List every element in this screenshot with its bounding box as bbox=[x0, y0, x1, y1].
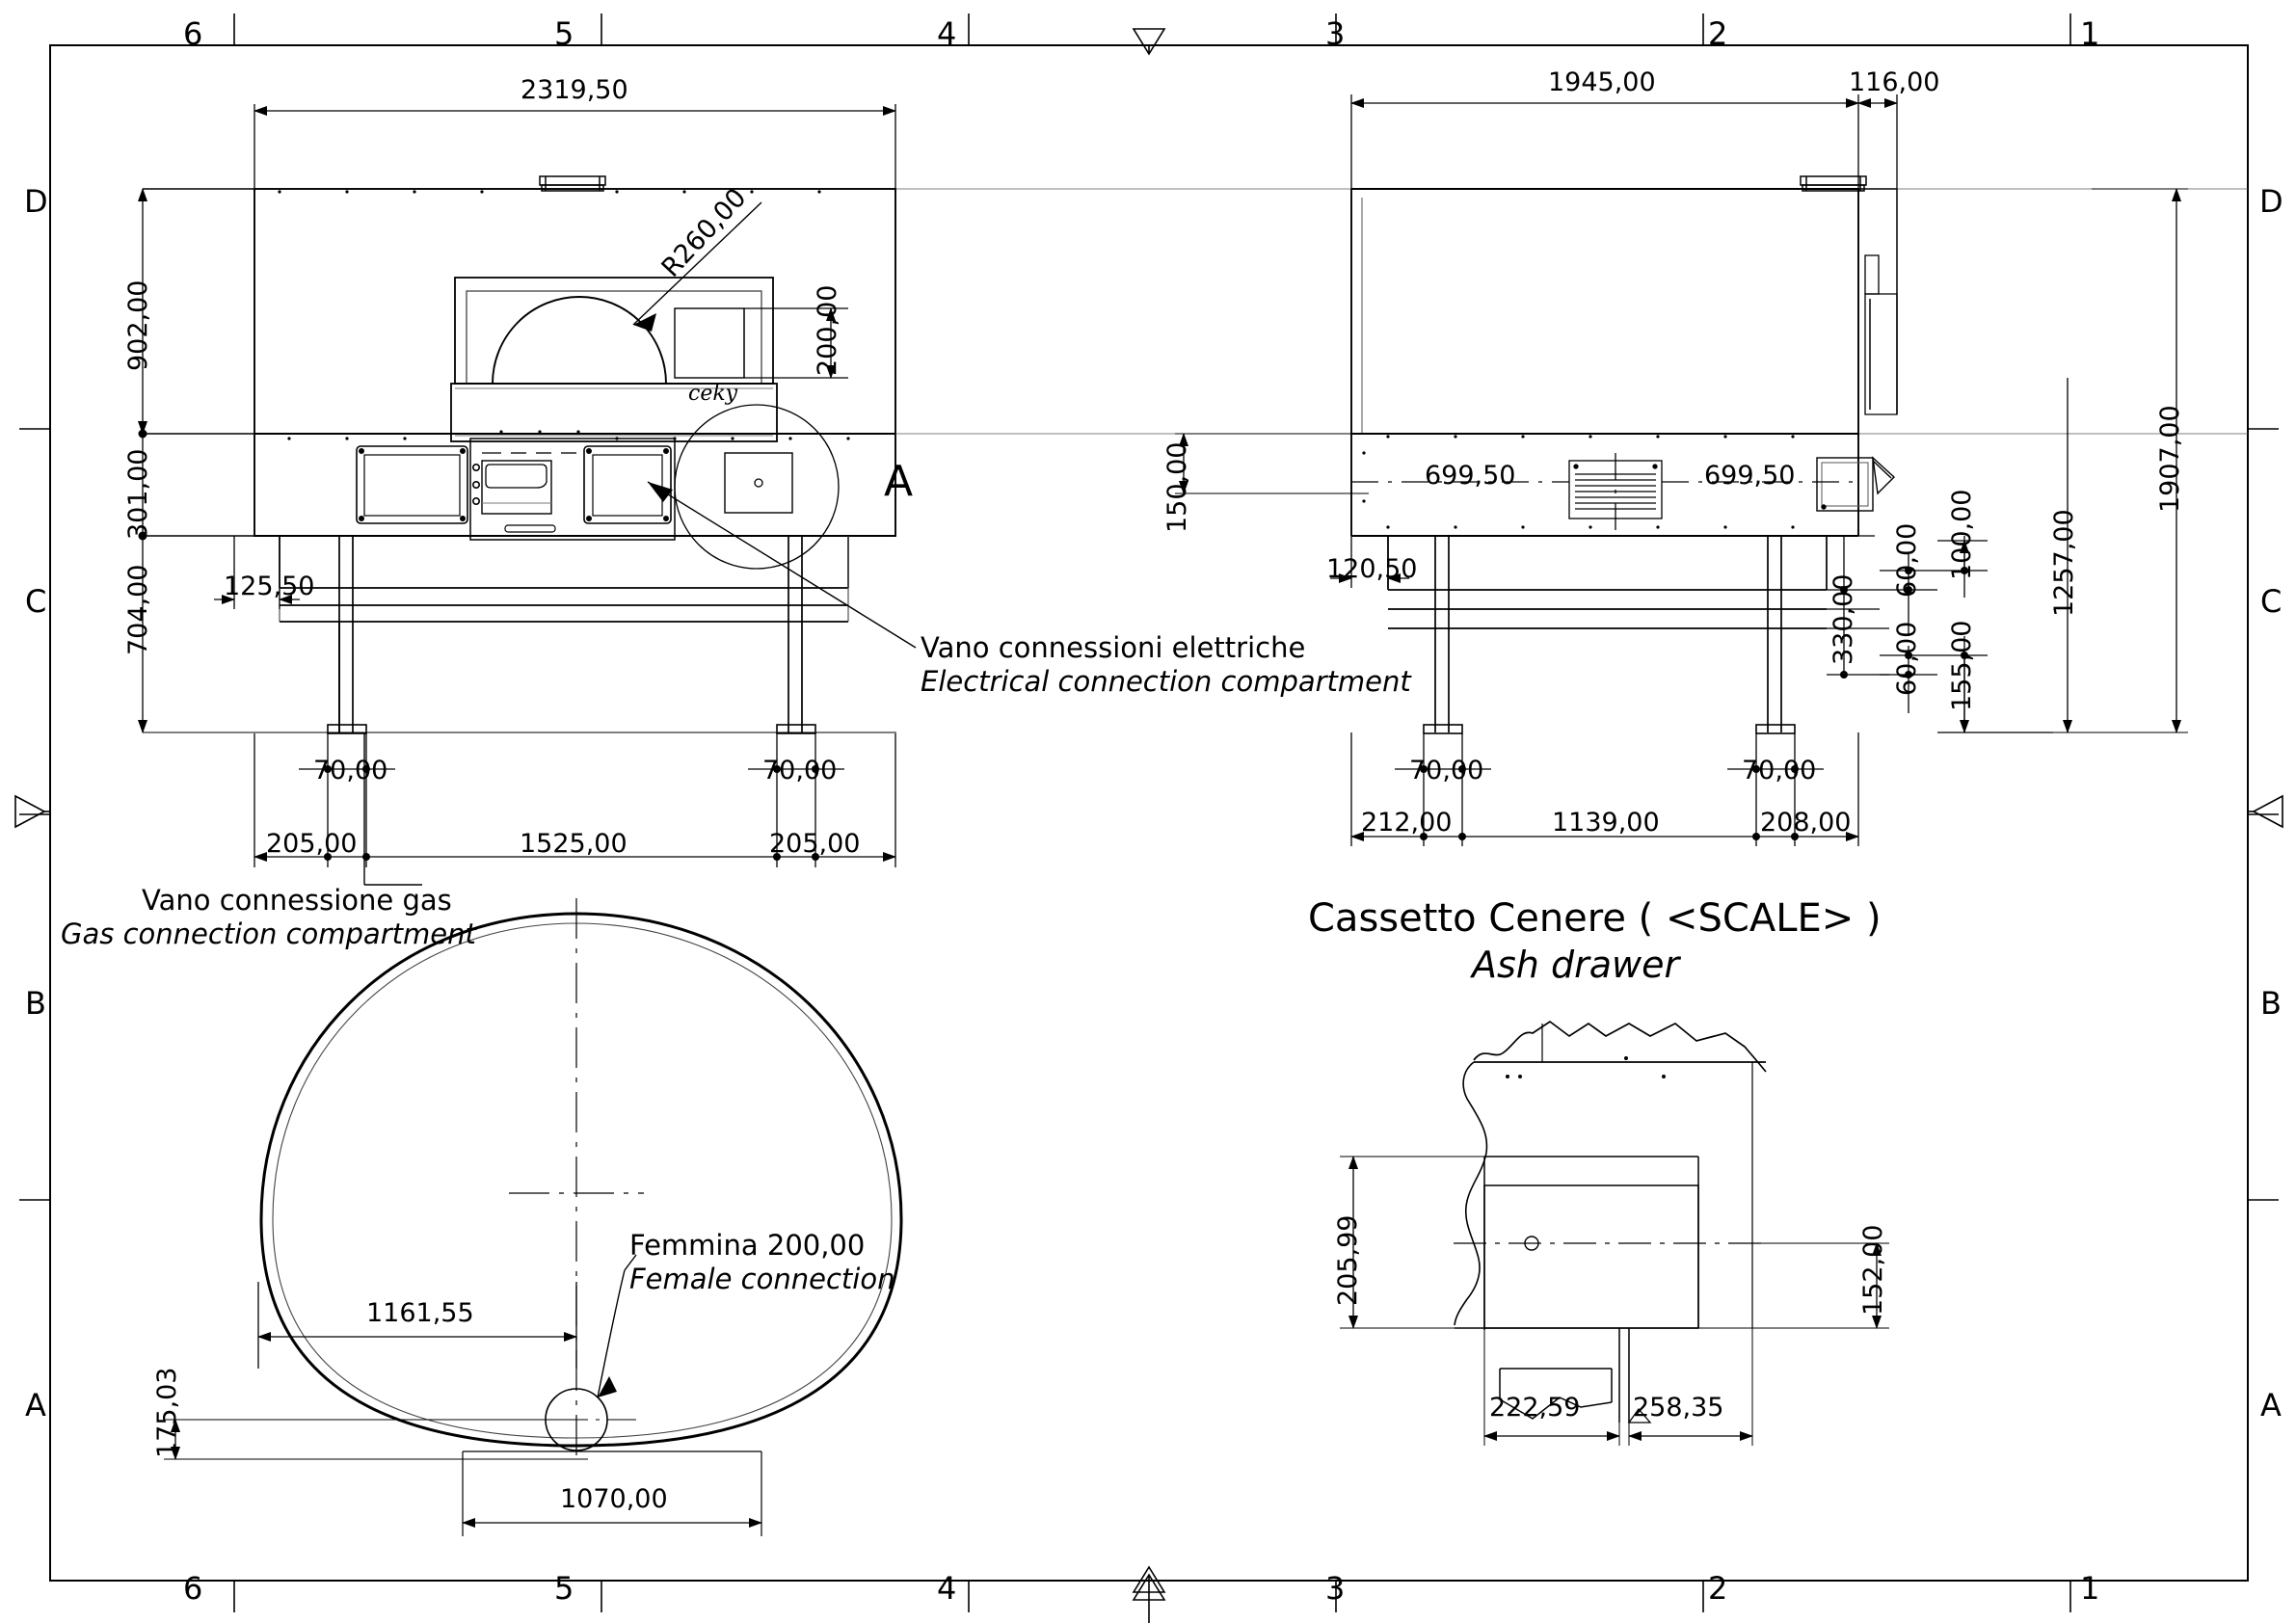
ceky-brand-logo: ceky bbox=[688, 382, 738, 406]
dim-front-door-height: 200,00 bbox=[813, 284, 842, 376]
dim-front-right-margin: 205,00 bbox=[769, 829, 861, 859]
dim-side-rail-pitch-upper: 100,00 bbox=[1947, 489, 1977, 580]
callout-female-it: Femmina 200,00 bbox=[629, 1229, 866, 1262]
dim-ash-width-right: 258,35 bbox=[1633, 1393, 1724, 1423]
zone-col-bottom-4: 4 bbox=[937, 1570, 957, 1607]
zone-row-left-c: C bbox=[25, 583, 47, 620]
dim-plan-center-to-connection: 1161,55 bbox=[366, 1298, 474, 1328]
dim-ash-height: 205,99 bbox=[1333, 1214, 1363, 1306]
zone-row-right-c: C bbox=[2260, 583, 2283, 620]
dim-front-overall-width: 2319,50 bbox=[521, 75, 628, 105]
dim-side-rail-pitch-lower: 155,00 bbox=[1947, 620, 1977, 711]
dim-side-shelf-drop: 330,00 bbox=[1829, 573, 1858, 665]
zone-col-top-6: 6 bbox=[183, 15, 203, 52]
dim-plan-connection-height: 175,03 bbox=[152, 1367, 182, 1458]
centering-marks bbox=[14, 28, 2283, 1623]
zone-col-bottom-5: 5 bbox=[554, 1570, 574, 1607]
callout-electrical-it: Vano connessioni elettriche bbox=[921, 631, 1306, 664]
dim-front-panel-height: 301,00 bbox=[123, 448, 153, 540]
ash-drawer-geometry bbox=[1454, 1020, 1767, 1423]
dim-front-hood-height: 902,00 bbox=[123, 279, 153, 371]
dim-front-foot-right: 70,00 bbox=[762, 756, 838, 785]
dim-side-half-depth-left: 699,50 bbox=[1425, 461, 1516, 491]
dim-ash-width-left: 222,59 bbox=[1489, 1393, 1581, 1423]
dim-side-right-margin: 208,00 bbox=[1760, 808, 1852, 838]
plan-leader-female bbox=[597, 1254, 637, 1398]
dim-side-center-span: 1139,00 bbox=[1552, 808, 1660, 838]
front-leader-electrical bbox=[647, 481, 917, 649]
callout-gas-it: Vano connessione gas bbox=[142, 884, 452, 917]
zone-row-left-d: D bbox=[24, 183, 48, 220]
zone-col-bottom-6: 6 bbox=[183, 1570, 203, 1607]
dim-front-foot-left: 70,00 bbox=[313, 756, 388, 785]
dim-plan-base-width: 1070,00 bbox=[560, 1484, 668, 1514]
ash-drawer-title-it: Cassetto Cenere ( <SCALE> ) bbox=[1308, 896, 1882, 941]
side-view-geometry bbox=[1350, 175, 1898, 734]
zone-row-right-b: B bbox=[2260, 985, 2282, 1022]
side-ash-drawer bbox=[1816, 456, 1896, 512]
zone-ticks bbox=[19, 13, 2279, 1612]
detail-a-label: A bbox=[884, 457, 914, 506]
zone-row-right-a: A bbox=[2260, 1387, 2282, 1423]
side-view-dimensions bbox=[1175, 94, 2188, 846]
zone-col-bottom-2: 2 bbox=[1708, 1570, 1728, 1607]
dim-side-rail-gap-upper: 60,00 bbox=[1892, 522, 1922, 598]
zone-col-bottom-3: 3 bbox=[1325, 1570, 1346, 1607]
zone-col-top-3: 3 bbox=[1325, 15, 1346, 52]
front-oven-door bbox=[469, 438, 676, 541]
plan-view-dimensions bbox=[164, 1282, 762, 1528]
dim-front-left-offset: 125,50 bbox=[224, 572, 315, 601]
dim-side-foot-left: 70,00 bbox=[1409, 756, 1484, 785]
zone-row-right-d: D bbox=[2259, 183, 2283, 220]
front-window-left bbox=[356, 445, 468, 524]
dim-front-center-span: 1525,00 bbox=[520, 829, 627, 859]
dim-side-body-depth: 1945,00 bbox=[1548, 67, 1656, 97]
dim-side-rear-projection: 116,00 bbox=[1849, 67, 1940, 97]
callout-female-en: Female connection bbox=[629, 1263, 895, 1295]
front-window-right bbox=[583, 445, 672, 524]
zone-col-top-2: 2 bbox=[1708, 15, 1728, 52]
zone-col-top-4: 4 bbox=[937, 15, 957, 52]
callout-electrical-en: Electrical connection compartment bbox=[921, 665, 1411, 698]
dim-side-total-height: 1907,00 bbox=[2155, 405, 2185, 513]
plan-view-geometry bbox=[259, 898, 903, 1536]
front-leader-radius bbox=[632, 201, 762, 332]
ash-drawer-dimensions bbox=[1340, 1156, 1889, 1446]
zone-col-top-5: 5 bbox=[554, 15, 574, 52]
dim-front-left-margin: 205,00 bbox=[266, 829, 358, 859]
zone-col-bottom-1: 1 bbox=[2080, 1570, 2100, 1607]
electrical-compartment-plate bbox=[724, 452, 793, 514]
dim-front-leg-height: 704,00 bbox=[123, 564, 153, 655]
detail-a-circle bbox=[674, 404, 840, 570]
callout-gas-en: Gas connection compartment bbox=[61, 918, 476, 950]
dim-side-left-margin: 212,00 bbox=[1361, 808, 1453, 838]
zone-col-top-1: 1 bbox=[2080, 15, 2100, 52]
dim-side-body-top-height: 1257,00 bbox=[2049, 509, 2079, 617]
ash-drawer-title-en: Ash drawer bbox=[1472, 944, 1680, 986]
dim-side-foot-right: 70,00 bbox=[1742, 756, 1817, 785]
front-view-dimensions bbox=[138, 104, 896, 867]
sheet-frame bbox=[49, 44, 2249, 1582]
zone-row-left-a: A bbox=[25, 1387, 46, 1423]
dim-ash-right-height: 152,00 bbox=[1858, 1224, 1888, 1316]
zone-row-left-b: B bbox=[25, 985, 46, 1022]
dim-side-half-depth-right: 699,50 bbox=[1704, 461, 1796, 491]
dim-side-flue-height: 150,00 bbox=[1162, 441, 1192, 533]
dim-side-rail-gap-lower: 60,00 bbox=[1892, 621, 1922, 696]
dim-side-front-offset: 120,50 bbox=[1326, 554, 1418, 584]
